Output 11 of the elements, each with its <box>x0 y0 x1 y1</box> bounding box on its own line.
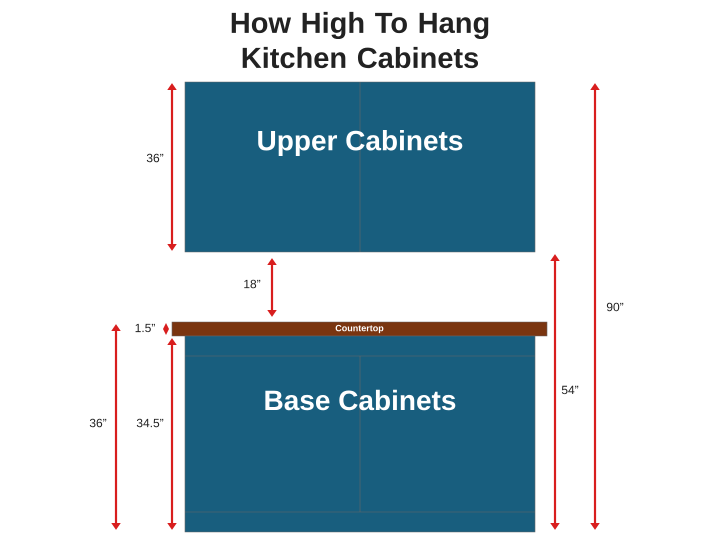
dimension-label: 90” <box>606 302 624 312</box>
dimension-label: 54” <box>562 386 578 394</box>
dimension-label: 34.5” <box>136 418 164 428</box>
dimension-label: 18” <box>244 280 260 288</box>
dimension-label: 1.5” <box>136 324 155 332</box>
upper-cabinet: Upper Cabinets <box>184 82 536 252</box>
dimension-label: 36” <box>146 154 164 162</box>
base-cabinet: Base Cabinets <box>184 336 536 532</box>
title: How High To Hang Kitchen Cabinets <box>232 12 488 68</box>
dimension-label: 36” <box>90 418 106 428</box>
countertop: Countertop <box>172 322 548 336</box>
